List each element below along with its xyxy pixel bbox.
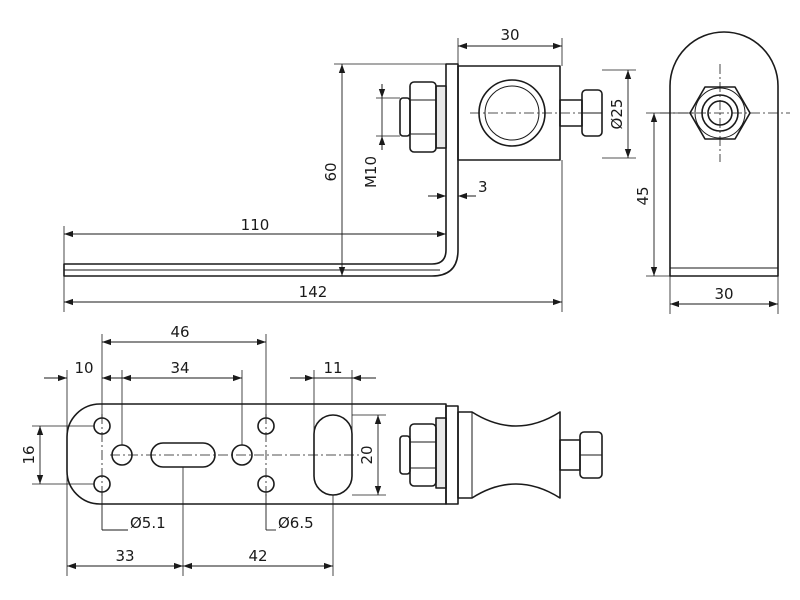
side-nut [409, 81, 437, 153]
dim-side-diameter: Ø25 [608, 99, 626, 130]
side-screw-end [399, 97, 411, 137]
dim-plan-hole-spacing: 16 [20, 445, 38, 464]
plan-slot-vertical [313, 414, 353, 496]
plan-plate-outline [66, 403, 447, 505]
plan-screw-end [399, 435, 411, 475]
dim-plan-slot-length: 20 [358, 445, 376, 464]
end-view: 45 30 [634, 31, 790, 314]
dim-plan-pitch-outer: 46 [170, 323, 189, 341]
dim-side-thread: M10 [362, 156, 380, 188]
dim-plan-slot-span-label: 34 [170, 359, 189, 377]
dim-plan-small-hole: Ø5.1 [130, 514, 166, 532]
dim-end-height: 45 [634, 186, 652, 205]
side-bracket-outline [63, 63, 459, 277]
plan-spool-body [457, 411, 561, 499]
dim-plan-slot-width: 11 [323, 359, 342, 377]
plan-nut [409, 423, 437, 487]
plan-body-flange [445, 405, 459, 505]
dim-side-top-width: 30 [500, 26, 519, 44]
side-view: 30 Ø25 M10 60 3 110 142 [63, 26, 636, 312]
dim-side-inner-length: 110 [241, 216, 270, 234]
dim-side-total-length: 142 [299, 283, 328, 301]
plan-view: 46 46 34 10 11 16 20 Ø5.1 Ø [20, 323, 603, 576]
dim-plan-first-offset: 33 [115, 547, 134, 565]
side-washer [436, 86, 446, 148]
plan-slot-horizontal [150, 442, 216, 468]
dim-side-thickness: 3 [478, 178, 488, 196]
plan-bolt-shank [559, 439, 581, 471]
dim-end-width: 30 [714, 285, 733, 303]
end-view-outline [669, 31, 779, 277]
dim-plan-large-hole: Ø6.5 [278, 514, 314, 532]
dim-plan-edge-offset: 10 [74, 359, 93, 377]
dim-side-height: 60 [322, 162, 340, 181]
dim-plan-second-offset: 42 [248, 547, 267, 565]
